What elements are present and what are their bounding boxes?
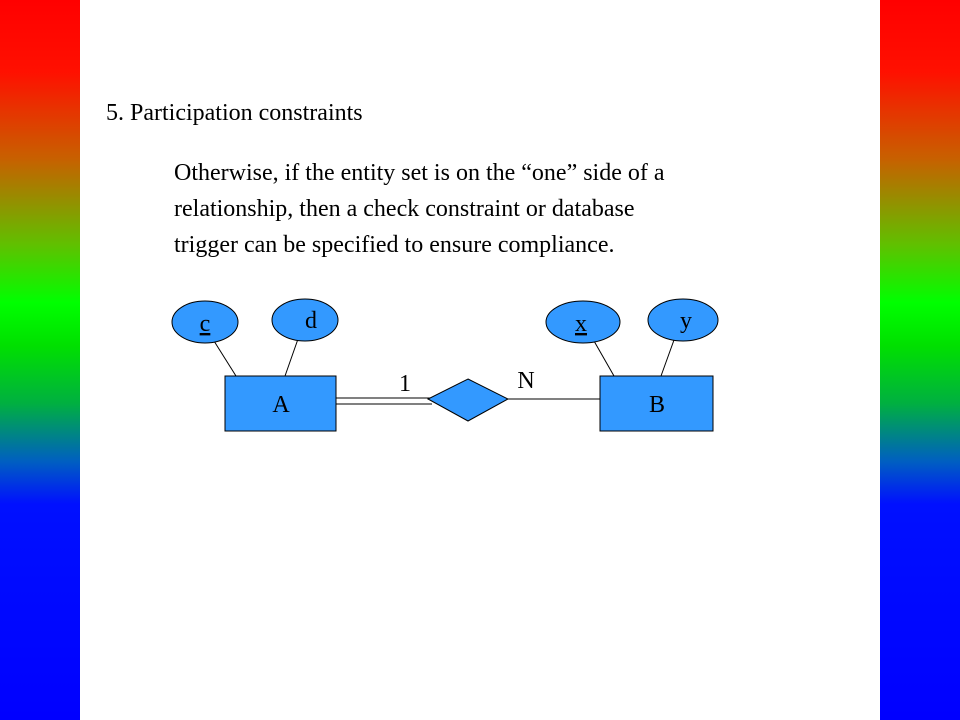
entity-box-b	[599, 375, 714, 432]
attribute-oval-c	[171, 300, 239, 344]
attribute-label-x: x	[575, 311, 587, 337]
paragraph-line: Otherwise, if the entity set is on the “…	[174, 160, 665, 186]
attribute-label-d: d	[305, 308, 317, 334]
relationship-diamond	[426, 378, 510, 422]
cardinality-label-many: N	[517, 368, 534, 394]
attribute-link-c	[213, 340, 237, 377]
entity-box-a	[224, 375, 337, 432]
entity-label-b: B	[649, 392, 665, 418]
paragraph-line: relationship, then a check constraint or…	[174, 196, 635, 222]
slide-paragraph: Otherwise, if the entity set is on the “…	[174, 155, 665, 263]
attribute-oval-y	[647, 298, 719, 342]
left-gradient-band	[0, 0, 80, 720]
attribute-oval-d	[271, 298, 339, 342]
attribute-oval-x	[545, 300, 621, 344]
slide-heading: 5. Participation constraints	[106, 100, 363, 126]
attribute-link-d	[284, 338, 299, 377]
right-gradient-band	[880, 0, 960, 720]
cardinality-label-one: 1	[399, 371, 411, 397]
paragraph-line: trigger can be specified to ensure compl…	[174, 232, 615, 258]
attribute-label-y: y	[680, 308, 692, 334]
entity-label-a: A	[272, 392, 290, 418]
attribute-link-x	[593, 340, 615, 377]
attribute-link-y	[660, 339, 675, 377]
attribute-label-c: c	[200, 311, 211, 337]
